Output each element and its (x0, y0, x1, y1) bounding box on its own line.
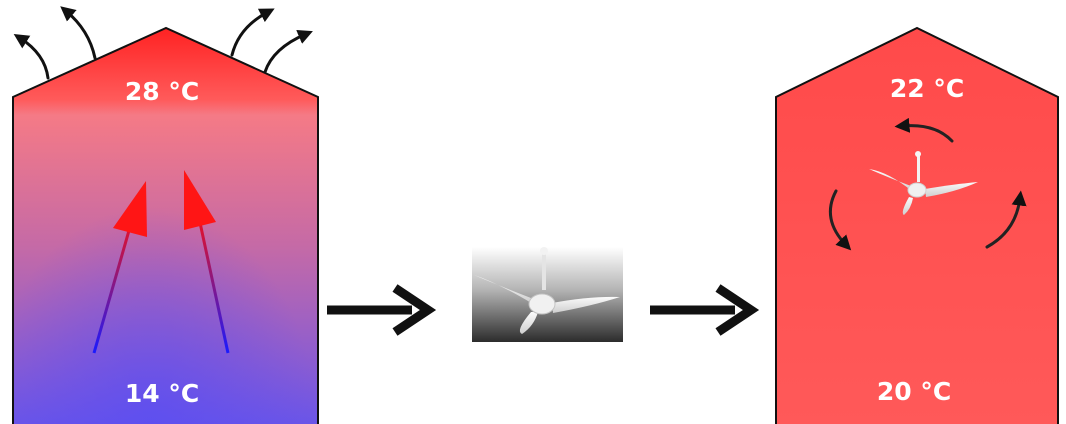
after-house-body (775, 26, 1059, 424)
rising-air-arrowhead-right (184, 170, 216, 230)
heat-arrow-2 (60, 6, 97, 60)
circulation-arrows (828, 117, 1027, 251)
ceiling-fan-icon-small (869, 151, 978, 215)
after-top-temperature: 22 °C (890, 74, 964, 103)
arrow-to-fan (327, 284, 437, 336)
before-top-temperature: 28 °C (125, 77, 199, 106)
before-bottom-temperature: 14 °C (125, 379, 199, 408)
escaping-heat-arrows (13, 6, 313, 80)
circulation-arrow-left (828, 189, 852, 251)
after-bottom-temperature: 20 °C (877, 377, 951, 406)
arrow-to-result (650, 284, 760, 336)
after-house: 22 °C 20 °C (775, 26, 1059, 424)
before-house: 28 °C 14 °C (12, 6, 319, 424)
heat-arrow-1 (13, 33, 50, 80)
ceiling-fan-thumbnail (472, 247, 623, 342)
heat-arrow-4 (263, 30, 313, 74)
rising-air-arrowhead-left (113, 181, 147, 237)
rising-air-arrows (92, 170, 230, 354)
rising-air-arrow-right (194, 203, 230, 354)
circulation-arrow-right (985, 190, 1027, 249)
heat-arrow-3 (230, 8, 275, 57)
ceiling-fan-icon (474, 247, 620, 334)
circulation-arrow-top (894, 117, 954, 143)
